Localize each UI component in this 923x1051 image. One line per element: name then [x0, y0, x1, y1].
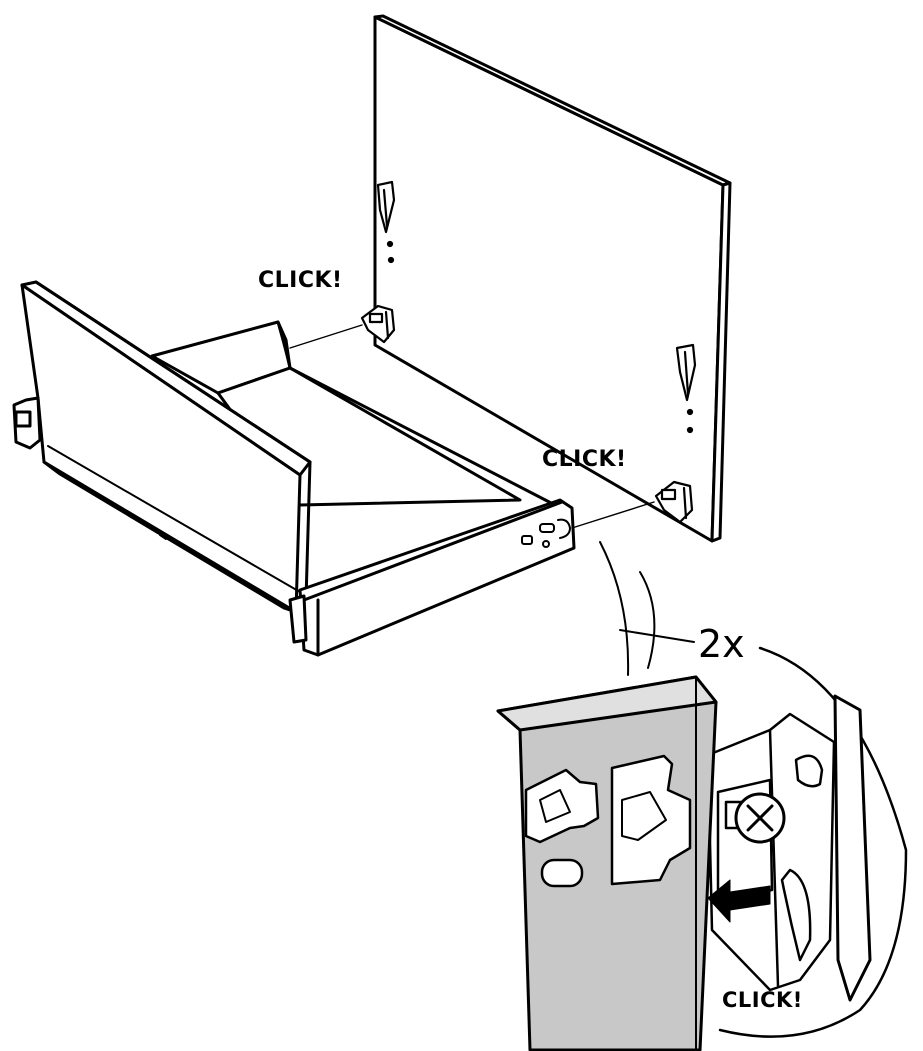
- screw-icon: [734, 792, 786, 844]
- quantity-multiplier: 2x: [698, 622, 745, 666]
- detail-panel: [496, 675, 718, 1051]
- clip-bracket-icon: [521, 518, 571, 548]
- click-label-top: CLICK!: [258, 268, 343, 293]
- click-label-right: CLICK!: [542, 447, 627, 472]
- clip-bracket-icon: [376, 180, 396, 264]
- clip-bracket-icon: [675, 343, 697, 434]
- clip-bracket-icon: [360, 304, 396, 344]
- drawer-icon: [12, 280, 576, 657]
- front-panel-icon: [360, 14, 732, 543]
- detail-view: [496, 646, 908, 1051]
- clip-bracket-icon: [706, 712, 836, 992]
- click-label-detail: CLICK!: [722, 988, 803, 1012]
- arrow-icon: [707, 879, 771, 923]
- clip-bracket-icon: [654, 480, 694, 524]
